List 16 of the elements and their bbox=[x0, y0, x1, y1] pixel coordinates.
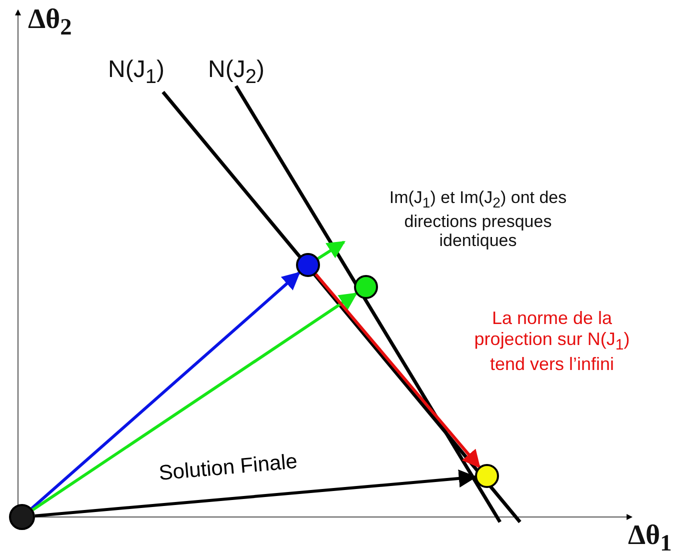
arrow bbox=[32, 292, 358, 512]
point-dot bbox=[354, 275, 378, 299]
annotation-text: La norme de la projection sur N(J$_{1}$) tend vers l’infini bbox=[473, 308, 631, 374]
line-label: N(J$_{1}$) bbox=[108, 56, 166, 89]
point-dot bbox=[475, 464, 499, 488]
axis-label: Δθ$_{2}$ bbox=[28, 4, 73, 42]
arrow bbox=[30, 272, 300, 510]
arrow bbox=[317, 240, 346, 260]
point-dot bbox=[296, 253, 320, 277]
axis-label: Δθ$_{1}$ bbox=[628, 520, 673, 554]
edge-label: Solution Finale bbox=[158, 450, 298, 486]
origin-dot bbox=[9, 504, 35, 530]
arrow bbox=[34, 470, 477, 518]
annotation-text: Im(J$_{1}$) et Im(J$_{2}$) ont des directions presques identiques bbox=[388, 188, 568, 251]
line-label: N(J$_{2}$) bbox=[208, 56, 266, 89]
arrow bbox=[314, 273, 480, 468]
